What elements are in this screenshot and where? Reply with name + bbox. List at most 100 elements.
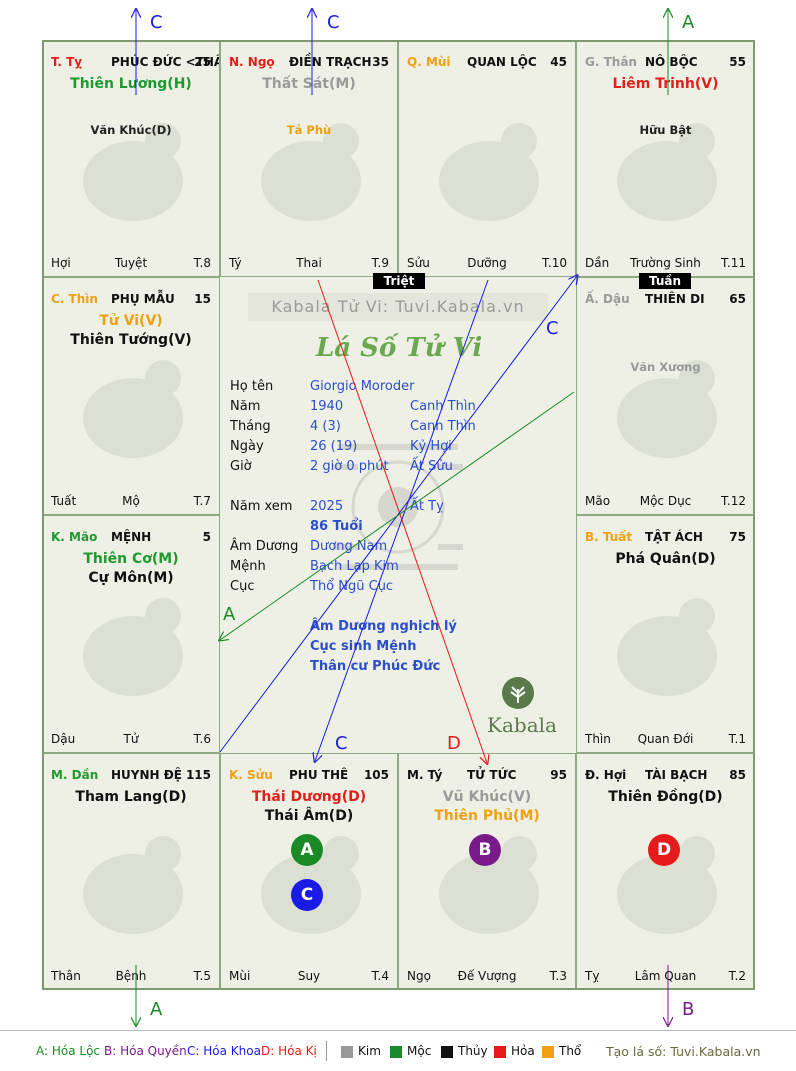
major-stars: Tham Lang(D) (43, 788, 219, 807)
zodiac-animal-icon (617, 836, 717, 934)
zodiac-animal-icon (83, 123, 183, 221)
cell-branch: T. Tỵ (51, 55, 83, 69)
foot-status: Quan Đới (637, 732, 694, 746)
foot-status: Thai (296, 256, 322, 270)
circle-b-tu-tuc: B (469, 834, 501, 866)
cell-branch: Đ. Hợi (585, 768, 627, 782)
cell-age: 5 (202, 530, 211, 544)
foot-code: T.12 (721, 494, 746, 508)
major-star: Thái Dương(D) (251, 789, 367, 805)
foot-branch: Tỵ (585, 969, 600, 983)
foot-code: T.2 (728, 969, 746, 983)
cell-house: NÔ BỘC (645, 55, 698, 69)
major-stars: Thái Dương(D)Thái Âm(D) (221, 788, 397, 826)
foot-status: Trường Sinh (630, 256, 701, 270)
major-stars: Thiên Cơ(M)Cự Môn(M) (43, 550, 219, 588)
swatch-hoa (494, 1046, 506, 1058)
cell-branch: G. Thân (585, 55, 637, 69)
brand-name: Kabala (487, 713, 557, 737)
cell-house: TỬ TỨC (467, 768, 517, 782)
legend-divider (326, 1041, 327, 1061)
cell-age: 65 (729, 292, 746, 306)
legend-bar: A: Hóa Lộc B: Hóa Quyền C: Hóa Khoa D: H… (0, 1030, 796, 1071)
info-day: Ngày 26 (19) Kỷ Hợi (230, 439, 452, 454)
cell-house: HUYNH ĐỆ (111, 768, 182, 782)
cell-house: PHÚC ĐỨC <THÂN> (111, 55, 219, 69)
foot-status: Mộc Dục (639, 494, 692, 508)
cell-branch: M. Tý (407, 768, 443, 782)
zodiac-animal-icon (439, 123, 539, 221)
swatch-moc (390, 1046, 402, 1058)
legend-moc: Mộc (407, 1044, 432, 1058)
cell-age: 15 (194, 292, 211, 306)
legend-site-link[interactable]: Tạo lá số: Tuvi.Kabala.vn (606, 1044, 761, 1059)
info-cuc: Cục Thổ Ngũ Cục (230, 579, 394, 594)
zodiac-animal-icon (617, 598, 717, 696)
foot-branch: Tý (229, 256, 242, 270)
foot-status: Tuyệt (114, 256, 148, 270)
cell-house: THIÊN DI (645, 292, 705, 306)
minor-star: Văn Khúc(D) (90, 123, 172, 137)
minor-star: Hữu Bật (639, 123, 692, 137)
foot-code: T.6 (193, 732, 211, 746)
info-month: Tháng 4 (3) Canh Thìn (230, 419, 476, 434)
cell-house: TÀI BẠCH (645, 768, 708, 782)
major-star: Thất Sát(M) (262, 76, 356, 92)
tuan-tag: Tuần (639, 273, 691, 289)
cell-house: TẬT ÁCH (645, 530, 703, 544)
major-star: Thiên Lương(H) (70, 76, 192, 92)
label-a-bottom: A (150, 999, 163, 1020)
major-star: Tham Lang(D) (75, 789, 187, 805)
major-star: Tử Vi(V) (99, 313, 163, 329)
zodiac-animal-icon (83, 360, 183, 458)
label-a-top-right: A (682, 12, 695, 33)
cell-header: Ấ. Dậu THIÊN DI 65 (585, 292, 746, 308)
info-hour: Giờ 2 giờ 0 phút Ất Sửu (230, 459, 453, 474)
major-stars: Tử Vi(V)Thiên Tướng(V) (43, 312, 219, 350)
legend-thuy: Thủy (458, 1044, 488, 1058)
foot-branch: Thìn (585, 732, 611, 746)
cell-age: 25 (194, 55, 211, 69)
major-stars: Phá Quân(D) (577, 550, 754, 569)
cell-house: PHỤ MẪU (111, 292, 175, 306)
cell-branch: Ấ. Dậu (585, 292, 630, 306)
major-star: Thiên Cơ(M) (83, 551, 179, 567)
foot-branch: Tuất (51, 494, 77, 508)
cell-age: 115 (185, 768, 211, 782)
foot-branch: Dậu (51, 732, 76, 746)
cell-branch: B. Tuất (585, 530, 633, 544)
foot-code: T.4 (371, 969, 389, 983)
foot-status: Suy (297, 969, 321, 983)
cell-age: 35 (372, 55, 389, 69)
zodiac-animal-icon (617, 123, 717, 221)
legend-ki: D: Hóa Kị (261, 1044, 317, 1058)
legend-tho: Thổ (559, 1044, 582, 1058)
swatch-thuy (441, 1046, 453, 1058)
foot-code: T.5 (193, 969, 211, 983)
major-stars: Vũ Khúc(V)Thiên Phủ(M) (399, 788, 575, 826)
major-star: Thiên Phủ(M) (434, 808, 540, 824)
cell-house: PHU THÊ (289, 768, 349, 782)
note-1: Âm Dương nghịch lý (310, 619, 457, 634)
